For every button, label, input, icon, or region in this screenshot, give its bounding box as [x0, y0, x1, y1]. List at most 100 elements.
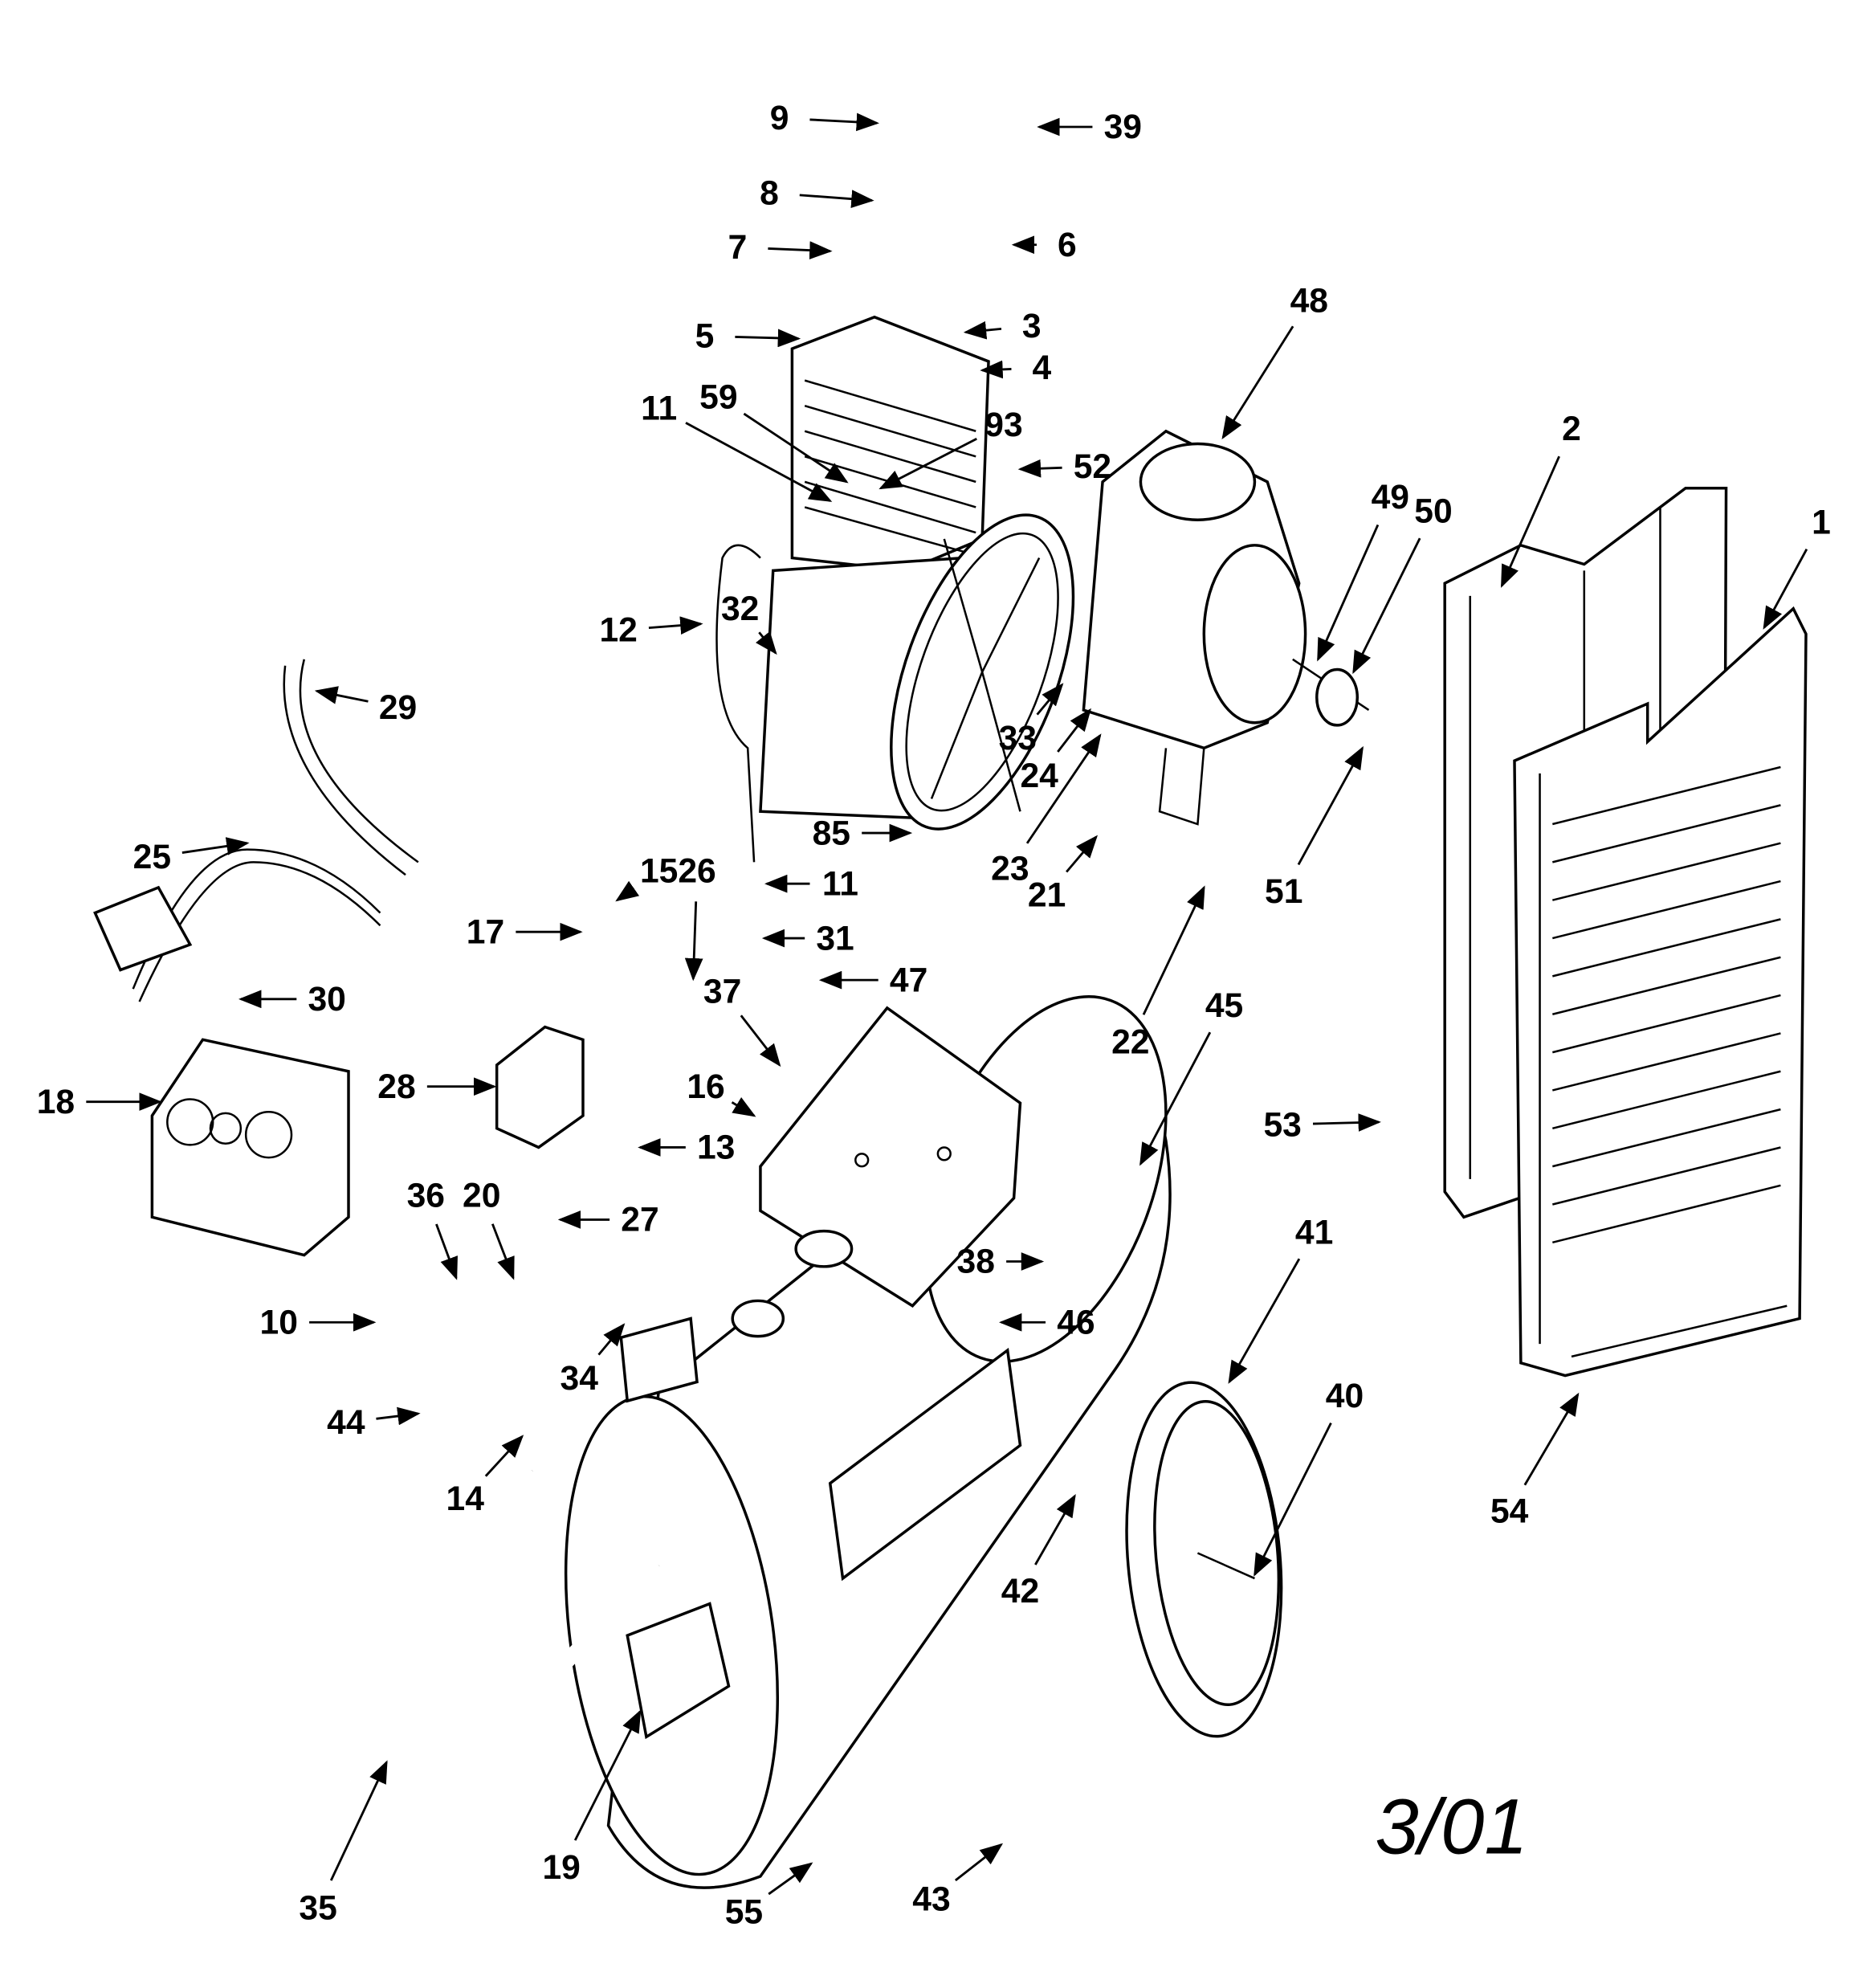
- part-number-label: 8: [760, 173, 779, 212]
- vent-slot: [1552, 1184, 1781, 1244]
- part-number-label: 41: [1295, 1213, 1333, 1251]
- motor: [1082, 429, 1370, 826]
- part-number-label: 40: [1326, 1377, 1364, 1415]
- callout-arrow: [1017, 459, 1062, 478]
- callout-arrow: [435, 1223, 458, 1280]
- power-cord: [93, 659, 419, 1002]
- part-number-label: 6: [1058, 226, 1077, 264]
- callout-arrow: [376, 1406, 421, 1426]
- part-number-label: 50: [1414, 492, 1452, 530]
- callout-arrow: [1500, 455, 1560, 588]
- callout-arrow: [768, 241, 833, 259]
- part-number-label: 53: [1263, 1105, 1301, 1144]
- callout-arrow: [756, 631, 777, 655]
- part-number-label: 24: [1020, 757, 1058, 795]
- callout-arrow: [484, 1435, 524, 1477]
- part-number-label: 55: [725, 1892, 763, 1931]
- belt-guard-front: [1513, 606, 1808, 1378]
- callout-arrow: [1142, 885, 1205, 1015]
- part-number-label: 13: [697, 1129, 735, 1167]
- callout-arrow: [573, 1709, 642, 1841]
- callout-arrow: [684, 901, 703, 982]
- part-number-label: 2: [1562, 410, 1581, 448]
- callout-arrow: [597, 1323, 626, 1356]
- part-number-label: 28: [377, 1067, 415, 1106]
- callout-arrow: [954, 1843, 1004, 1882]
- part-number-label: 9: [770, 99, 789, 137]
- part-number-label: 31: [816, 919, 854, 957]
- date-code: 3/01: [1375, 1782, 1527, 1871]
- part-number-label: 10: [260, 1303, 298, 1341]
- part-number-label: 12: [599, 611, 637, 650]
- callout-arrow: [1352, 537, 1421, 675]
- callout-arrow: [685, 422, 833, 502]
- callout-arrow: [1057, 708, 1092, 753]
- part-number-label: 59: [699, 378, 737, 416]
- callout-arrow: [491, 1223, 515, 1280]
- part-number-label: 48: [1290, 281, 1328, 320]
- callout-arrow: [1312, 1113, 1381, 1132]
- callout-arrow: [1228, 1258, 1301, 1384]
- callout-arrow: [1297, 745, 1364, 866]
- callout-arrow: [740, 1014, 781, 1067]
- motor-mount-plate: [731, 1006, 1022, 1338]
- part-number-label: 37: [703, 973, 741, 1011]
- part-number-label: 23: [991, 849, 1029, 888]
- callout-arrow: [1036, 683, 1064, 716]
- part-number-label: 43: [912, 1880, 950, 1919]
- callout-arrow: [1034, 1494, 1076, 1565]
- vent-slot: [1552, 1146, 1781, 1206]
- part-number-label: 7: [728, 228, 748, 267]
- vent-slot: [1552, 918, 1781, 978]
- part-number-label: 3: [1022, 307, 1042, 345]
- vent-slot: [1552, 765, 1781, 826]
- part-number-label: 26: [678, 852, 715, 891]
- callout-arrow: [1763, 549, 1808, 630]
- part-number-label: 51: [1265, 872, 1302, 911]
- part-number-label: 54: [1490, 1492, 1529, 1531]
- part-number-label: 45: [1205, 986, 1243, 1025]
- callout-arrow: [181, 837, 250, 855]
- callout-arrow: [980, 360, 1012, 379]
- part-number-label: 34: [561, 1359, 599, 1398]
- pressure-switch: [495, 1025, 585, 1149]
- part-number-label: 16: [687, 1067, 724, 1106]
- part-number-label: 21: [1028, 876, 1066, 915]
- part-number-label: 52: [1074, 447, 1111, 486]
- vent-slot: [1552, 994, 1781, 1054]
- callout-arrow: [963, 320, 1002, 340]
- callout-arrow: [1139, 1031, 1212, 1166]
- part-number-label: 85: [813, 814, 850, 852]
- part-number-label: 22: [1111, 1023, 1149, 1062]
- part-number-label: 15: [640, 852, 678, 891]
- part-number-label: 29: [379, 688, 417, 727]
- vent-slot: [1552, 1108, 1781, 1168]
- part-number-label: 19: [542, 1848, 580, 1887]
- part-number-label: 32: [721, 590, 759, 628]
- part-number-label: 39: [1104, 108, 1142, 146]
- part-number-label: 17: [467, 912, 504, 951]
- vent-slot: [1552, 1070, 1781, 1130]
- callout-arrow: [879, 437, 977, 490]
- part-number-label: 42: [1001, 1572, 1039, 1610]
- callout-arrow: [615, 880, 640, 902]
- callout-arrow: [1025, 733, 1102, 844]
- part-number-label: 49: [1372, 478, 1409, 516]
- part-number-label: 36: [407, 1177, 445, 1215]
- callout-arrow: [799, 190, 874, 208]
- part-number-label: 38: [957, 1243, 995, 1281]
- part-number-label: 35: [299, 1889, 336, 1928]
- outlet-tube: [715, 544, 761, 863]
- callout-arrow: [314, 686, 369, 704]
- part-number-label: 20: [463, 1177, 500, 1215]
- callout-arrow: [731, 1097, 756, 1117]
- part-number-label: 14: [446, 1480, 485, 1518]
- part-number-label: 5: [695, 317, 715, 356]
- handle: [276, 1467, 665, 1761]
- part-number-label: 11: [822, 864, 858, 903]
- part-number-label: 93: [984, 406, 1022, 444]
- callout-arrow: [1066, 835, 1099, 873]
- callout-arrow: [1254, 1422, 1332, 1577]
